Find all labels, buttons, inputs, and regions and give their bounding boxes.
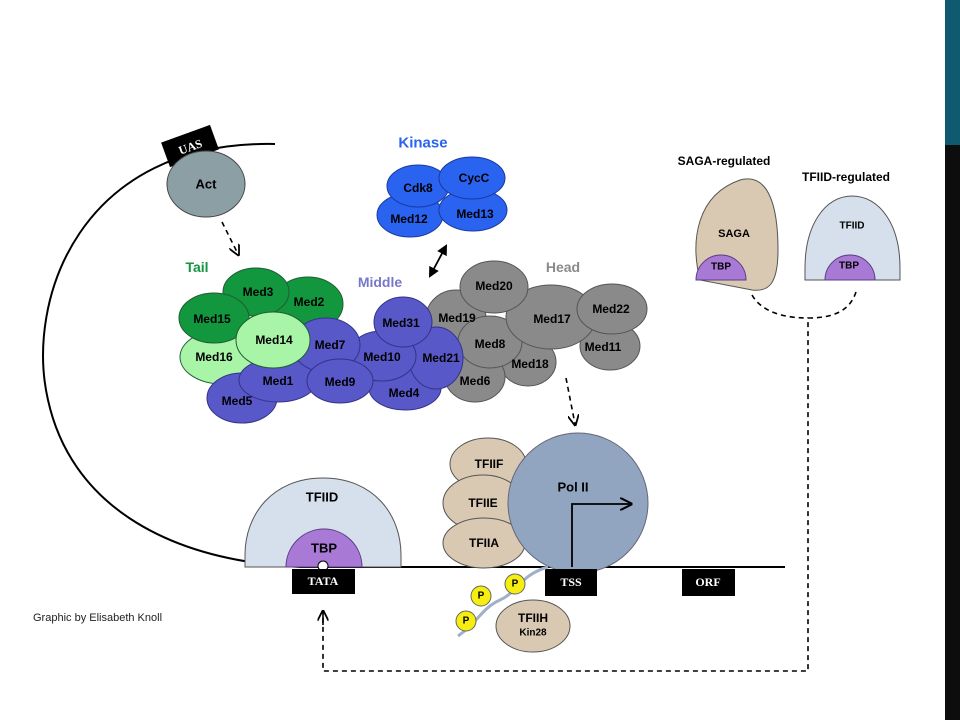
image-credit: Graphic by Elisabeth Knoll [33, 612, 163, 624]
saga-label: SAGA [718, 228, 750, 240]
kinase-cycc-label: CycC [459, 171, 490, 185]
phosphate-3 [455, 610, 477, 632]
tail-med2-label: Med2 [294, 295, 325, 309]
inset-tfiid-label: TFIID [840, 221, 865, 232]
head-med22-label: Med22 [592, 302, 630, 316]
tss-box [545, 569, 597, 596]
orf-box [682, 569, 735, 596]
head-title: Head [546, 259, 580, 275]
inset-tfiid [804, 195, 901, 281]
inset-tbp-label: TBP [839, 261, 859, 272]
tfiie-label: TFIIE [468, 496, 497, 510]
promoter-tfiid-label: TFIID [306, 490, 339, 505]
middle-med5-label: Med5 [222, 394, 253, 408]
saga-tbp-label: TBP [711, 262, 731, 273]
kinase-med13-label: Med13 [456, 207, 494, 221]
inset-tbp [824, 254, 876, 281]
kinase-cycc [438, 156, 506, 200]
kinase-med12-label: Med12 [390, 212, 428, 226]
head-med22 [576, 283, 648, 335]
phosphate-1-label: P [512, 579, 519, 590]
kinase-cdk8-label: Cdk8 [403, 181, 433, 195]
tfiif-label: TFIIF [475, 457, 504, 471]
activator-label: Act [196, 177, 218, 192]
head-med8-label: Med8 [475, 337, 506, 351]
head-med20 [459, 260, 529, 314]
tata-label: TATA [308, 574, 339, 588]
mediator-polii-arrow [565, 377, 575, 424]
orf-label: ORF [695, 575, 720, 589]
pol-ii-label: Pol II [557, 480, 588, 495]
middle-med31-label: Med31 [382, 316, 420, 330]
middle-med10-label: Med10 [363, 350, 401, 364]
promoter-tfiid [244, 477, 402, 568]
regulation-connector [322, 291, 857, 672]
saga-regulated-title: SAGA-regulated [678, 154, 771, 168]
tail-med14-label: Med14 [255, 333, 293, 347]
head-med6-label: Med6 [460, 374, 491, 388]
middle-med7-label: Med7 [315, 338, 346, 352]
tfiia-label: TFIIA [469, 536, 499, 550]
sidebar-dark-bar [945, 145, 960, 720]
sidebar-accent-bar [945, 0, 960, 145]
tfiid-regulated-title: TFIID-regulated [802, 170, 890, 184]
tail-med16-label: Med16 [195, 350, 233, 364]
middle-med31 [373, 296, 433, 348]
head-med17-label: Med17 [533, 312, 571, 326]
middle-title: Middle [358, 274, 403, 290]
middle-med4-label: Med4 [389, 386, 420, 400]
head-med19-label: Med19 [438, 311, 476, 325]
saga-tbp [695, 254, 747, 281]
tail-title: Tail [185, 259, 208, 275]
middle-med21-label: Med21 [422, 351, 460, 365]
tail-med14 [235, 311, 311, 369]
middle-med1-label: Med1 [263, 374, 294, 388]
promoter-tbp-label: TBP [311, 541, 337, 556]
kin28-label: Kin28 [519, 628, 547, 639]
tata-box [292, 569, 355, 594]
head-med20-label: Med20 [475, 279, 513, 293]
phosphate-3-label: P [463, 616, 470, 627]
phosphate-2 [470, 585, 492, 607]
tail-med3-label: Med3 [243, 285, 274, 299]
tail-med15 [178, 292, 250, 344]
kinase-binding-arrow [428, 244, 448, 278]
pol-ii [507, 432, 649, 574]
middle-module [206, 296, 464, 424]
activator [166, 150, 246, 218]
tfiih-label: TFIIH [518, 611, 548, 625]
tail-med15-label: Med15 [193, 312, 231, 326]
phosphate-2-label: P [478, 591, 485, 602]
tss-label: TSS [560, 575, 582, 589]
head-med18-label: Med18 [511, 357, 549, 371]
kinase-title: Kinase [398, 135, 447, 152]
promoter-tbp [285, 528, 363, 568]
middle-med9-label: Med9 [325, 375, 356, 389]
head-med11-label: Med11 [585, 340, 622, 354]
phosphate-1 [504, 573, 526, 595]
activator-arrow [221, 221, 238, 254]
middle-med9 [306, 358, 374, 404]
transcription-start-arrow [571, 504, 630, 567]
dna-strand [42, 142, 785, 568]
tfiih [495, 599, 571, 653]
